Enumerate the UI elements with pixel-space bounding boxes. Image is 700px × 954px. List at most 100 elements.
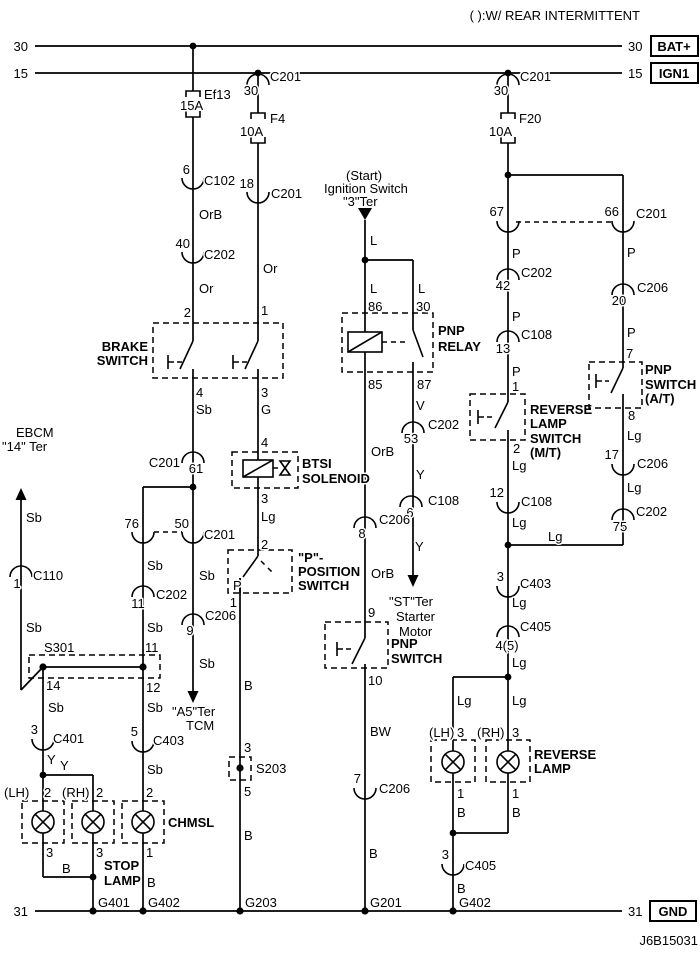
fuse-name: F4 (270, 111, 285, 126)
component-label: SWITCH (645, 377, 696, 392)
component-box (341, 312, 434, 373)
connector-pin: 30 (494, 83, 508, 98)
component-label: SWITCH (298, 578, 349, 593)
connector-pin: 42 (496, 278, 510, 293)
stop-lamps: (LH) 2 (RH) 2 3 3 2 1 CHMSL STOP LAMP (3, 784, 216, 890)
wire-labels: OrB Or Sb Sb Sb Sb Sb Sb Sb Sb Sb Sb Y Y… (25, 206, 643, 898)
destination-label: "ST"Ter (389, 594, 434, 609)
wire-label: OrB (199, 207, 222, 222)
splice-s301: S301 11 14 12 (28, 639, 162, 697)
switch-contact-icon (595, 367, 624, 394)
connector-name: C405 (465, 858, 496, 873)
connector-name: C202 (428, 417, 459, 432)
pin-label: 2 (261, 537, 268, 552)
pin-label: 2 (184, 305, 191, 320)
wire-label: Lg (261, 509, 275, 524)
destination-label: "A5"Ter (172, 704, 216, 719)
connector-name: C206 (379, 512, 410, 527)
connector-pin: 3 (442, 847, 449, 862)
pin-label: 3 (457, 725, 464, 740)
component-label: RELAY (438, 339, 481, 354)
wire-label: B (457, 881, 466, 896)
wire-label: B (457, 805, 466, 820)
wire-label: P (512, 309, 521, 324)
tcm-destination: "A5"Ter TCM (171, 691, 217, 735)
wire-label: L (418, 281, 425, 296)
destination-label: EBCM (16, 425, 54, 440)
pin-label: 9 (368, 605, 375, 620)
rail-31-right: 31 (628, 904, 642, 919)
wire-label: Sb (147, 558, 163, 573)
pin-label: 11 (145, 640, 159, 655)
connector-pin: 3 (497, 569, 504, 584)
connector-name: C108 (428, 493, 459, 508)
pin-label: 8 (628, 408, 635, 423)
gnd-terminal-label: GND (659, 904, 688, 919)
pin-label: 3 (261, 491, 268, 506)
power-rails: 30 15 31 30 15 31 BAT+ IGN1 GND ( ):W/ R… (12, 7, 699, 950)
solenoid-coil-diagonal (242, 459, 274, 478)
pnp-switch-at: PNP SWITCH (A/T) 7 8 (588, 345, 698, 425)
wire-label: OrB (371, 444, 394, 459)
side-label: (RH) (477, 725, 504, 740)
lamp-icon (31, 810, 55, 834)
connector-name: C201 (520, 69, 551, 84)
connector-name: C201 (271, 186, 302, 201)
wire-label: Sb (147, 762, 163, 777)
pin-label: 1 (261, 303, 268, 318)
connector-pin: 1 (13, 576, 20, 591)
component-box (227, 549, 293, 594)
wire-label: Y (416, 467, 425, 482)
wire-label: Sb (147, 620, 163, 635)
rail-30-left: 30 (14, 39, 28, 54)
component-label: LAMP (104, 873, 141, 888)
wire-label: B (244, 828, 253, 843)
connector-name: C108 (521, 327, 552, 342)
switch-contact-icon (336, 637, 366, 665)
lamp-box (71, 800, 115, 844)
component-label: POSITION (298, 564, 360, 579)
relay-coil-diagonal (347, 331, 383, 353)
wire-label: P (512, 246, 521, 261)
wire-label: P (627, 325, 636, 340)
connector-name: C403 (520, 576, 551, 591)
ground-label: G201 (370, 895, 402, 910)
ground-label: G203 (245, 895, 277, 910)
pin-label: 1 (457, 786, 464, 801)
pin-label: 10 (368, 673, 382, 688)
wire-label: Lg (548, 529, 562, 544)
component-label: STOP (104, 858, 139, 873)
rail-30-right: 30 (628, 39, 642, 54)
fuse-icon (185, 90, 201, 118)
connector-pin: 40 (176, 236, 190, 251)
wiring-lines (20, 42, 624, 915)
wire-label: Y (47, 752, 56, 767)
switch-contact-icon (239, 555, 259, 593)
wire-label: Lg (512, 458, 526, 473)
wire-label: B (369, 846, 378, 861)
connector-pin: 67 (490, 204, 504, 219)
connector-name: C102 (204, 173, 235, 188)
source-label: Ignition Switch (324, 181, 408, 196)
wire-label: Sb (147, 700, 163, 715)
wire-label: Sb (26, 510, 42, 525)
pin-label: 86 (368, 299, 382, 314)
component-label: SWITCH (391, 651, 442, 666)
destination-label: Motor (399, 624, 433, 639)
diagram-id: J6B15031 (639, 933, 698, 948)
p-position-switch: "P"- POSITION SWITCH P 2 1 (227, 536, 362, 612)
wire-label: L (370, 233, 377, 248)
pin-label: 3 (261, 385, 268, 400)
connector-pin: 30 (244, 83, 258, 98)
valve-icon (278, 460, 292, 476)
wire-label: Or (263, 261, 278, 276)
rail-15-left: 15 (14, 66, 28, 81)
starter-destination: "ST"Ter Starter Motor (388, 575, 437, 641)
destination-label: "14" Ter (2, 439, 48, 454)
connector-pin: 18 (240, 176, 254, 191)
wire-label: Sb (199, 568, 215, 583)
wire-label: B (147, 875, 156, 890)
component-label: (M/T) (530, 445, 561, 460)
wire-label: Y (60, 758, 69, 773)
